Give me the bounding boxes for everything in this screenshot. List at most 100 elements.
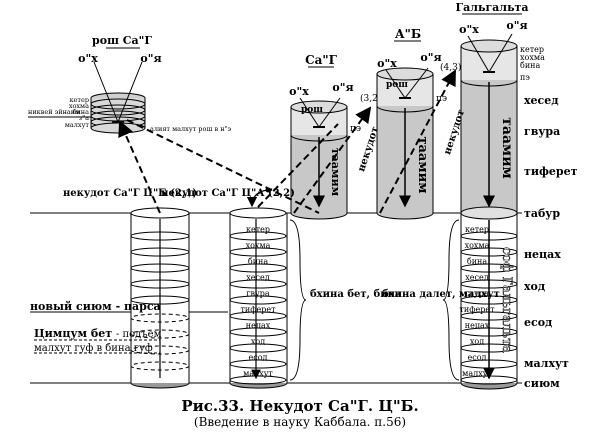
ca-sefira-label: тиферет [240, 305, 276, 314]
sefira-ring [229, 295, 287, 305]
sefira-ring [130, 279, 190, 289]
figure-caption-title: Рис.33. Некудот Са"Г. Ц"Б. [181, 397, 419, 415]
ca-sefira-label: ход [251, 337, 265, 346]
small-sefira-3: з"а [79, 114, 90, 122]
sefira-ring [229, 343, 287, 353]
tsimtsum-rest: - подъем [116, 329, 162, 340]
galgalta-lower-sefira-label: кетер [465, 225, 489, 234]
galgalta-right-3: табур [524, 207, 560, 220]
rosh-sag-label: рош Са"Г [92, 34, 152, 47]
galgalta-right-7: малхут [524, 357, 569, 370]
bhina-dalet-brace [442, 219, 460, 381]
sefira-ring [229, 311, 287, 321]
ab-ox: о"х [377, 57, 397, 70]
sefira-ring [460, 263, 518, 273]
ab-pe: пэ [436, 94, 447, 104]
sefira-ring [460, 295, 518, 305]
galgalta-right-4: нецах [524, 248, 561, 261]
tsimtsum-line2: малхут гуф в бина гуф [34, 343, 153, 354]
sag-oya: о"я [332, 81, 353, 94]
ab-column [376, 67, 434, 220]
ca-sefira-label: бина [248, 257, 268, 266]
dashed-connectors [118, 69, 456, 214]
ab-label-43: (4,3) [440, 62, 461, 73]
bhina-bet-brace [289, 219, 307, 381]
ca-sefira-label: малхут [243, 369, 273, 378]
sefira-ring [130, 231, 190, 241]
galgalta-lower-sefira-label: есод [468, 353, 487, 362]
ab-taamim: таамим [415, 136, 430, 193]
ab-rosh: рош [386, 80, 408, 90]
aliyat-malhut-label: алият малхут рош в н"э [150, 125, 232, 133]
sefira-ring [229, 375, 287, 385]
sag-top-title: Са"Г [305, 53, 338, 67]
galgalta-oya: о"я [506, 19, 527, 32]
sefira-ring [460, 247, 518, 257]
galgalta-lower-sefira-label: ход [470, 337, 484, 346]
galgalta-lower-sefira-label: хесед [465, 273, 488, 282]
galgalta-lower-sefira-label: бина [467, 257, 487, 266]
sefira-ring [229, 263, 287, 273]
sefira-ring [460, 231, 518, 241]
sefira-ring [130, 329, 190, 339]
cb-title: некудот Са"Г Ц"Б (2,1) [63, 188, 197, 199]
galgalta-sof: соф Гальгальта [499, 247, 514, 353]
galgalta-lower-sefira-label: нецах [465, 321, 490, 330]
sefira-ring [460, 359, 518, 369]
sefira-ring [130, 345, 190, 355]
ca-curve-arrow [246, 189, 269, 208]
sefira-ring [460, 327, 518, 337]
nikvei-einaim-label: никвей эйнаим [28, 108, 80, 116]
ca-sefira-label: хохма [246, 241, 271, 250]
cb-title-line: некудот Са"Г Ц"Б (2,1) [63, 188, 197, 199]
ca-column [229, 207, 288, 389]
small-sefira-0: кетер [69, 96, 89, 104]
ca-curve-dot [265, 187, 271, 193]
ca-rings: кетер хохма бина хесед гвура тиферет нецах ход е… [229, 225, 287, 385]
ca-sefira-label: хесед [246, 273, 269, 282]
galgalta-top-sefira-1: хохма [520, 53, 545, 62]
sefira-ring [460, 279, 518, 289]
ab-oya: о"я [420, 51, 441, 64]
ca-sefira-label: есод [249, 353, 268, 362]
sefira-ring [229, 359, 287, 369]
bhina-dalet-label: бхина далет, малхут [382, 289, 500, 300]
small-sefira-2: бина [73, 108, 90, 116]
ca-title: некудот Са"Г Ц"А (2,2) [161, 188, 295, 199]
cb-column [130, 207, 190, 389]
ox-label: о"х [78, 52, 98, 65]
sefira-ring [130, 247, 190, 257]
ca-sefira-label: гвура [246, 289, 270, 298]
sefira-ring [460, 343, 518, 353]
sefira-ring [229, 247, 287, 257]
galgalta-ox: о"х [459, 23, 479, 36]
sefira-ring [130, 313, 190, 323]
galgalta-lower-sefira-label: малхут [462, 369, 492, 378]
figure-caption-subtitle: (Введение в науку Каббала. п.56) [193, 415, 407, 429]
galgalta-pe: пэ [520, 73, 530, 82]
galgalta-column [460, 33, 518, 390]
sefira-ring [229, 327, 287, 337]
sefira-ring [229, 231, 287, 241]
galgalta-right-8: сиюм [524, 377, 560, 390]
rosh-sag-head [90, 61, 146, 134]
ca-sefira-label: нецах [246, 321, 271, 330]
galgalta-right-1: гвура [524, 125, 560, 138]
sag-ox: о"х [289, 85, 309, 98]
sag-label-32: (3,2) [360, 93, 381, 104]
bhina-bet-label: бхина бет, бина [310, 289, 402, 300]
galgalta-lower-sefira-label: тиферет [459, 305, 495, 314]
sefira-ring [130, 295, 190, 305]
galgalta-lower-sefira-label: гвура [465, 289, 489, 298]
galgalta-right-6: есод [524, 316, 552, 329]
ab-top-title: А"Б [395, 27, 421, 41]
sefira-ring [130, 263, 190, 273]
galgalta-right-2: тиферет [524, 165, 578, 178]
sag-rosh: рош [301, 105, 323, 115]
galgalta-top-title: Гальгальта [456, 1, 529, 14]
ca-sefira-label: кетер [246, 225, 270, 234]
sefira-ring [460, 311, 518, 321]
oya-label: о"я [140, 52, 161, 65]
galgalta-lower-sefira-label: хохма [465, 241, 490, 250]
